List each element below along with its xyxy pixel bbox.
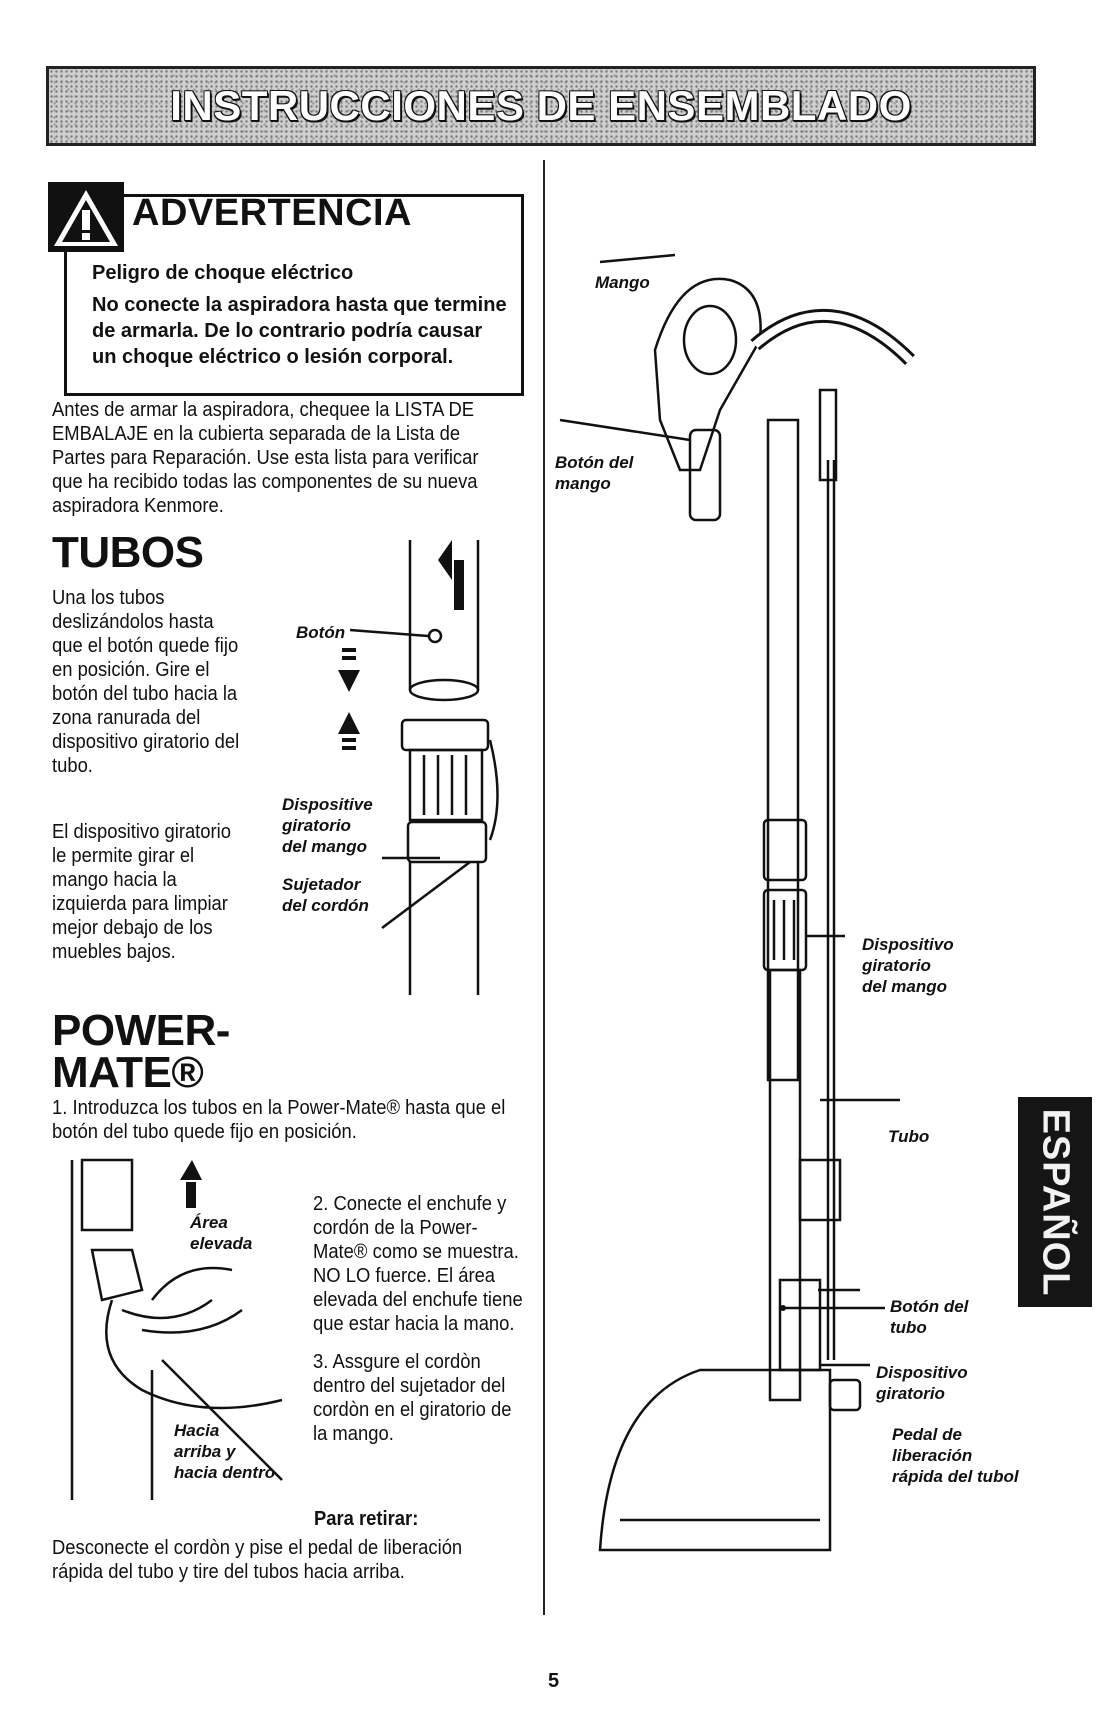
- label-hacia-line3: hacia dentro: [174, 1463, 276, 1482]
- tubos-paragraph-1: Una los tubos deslizándolos hasta que el…: [52, 587, 240, 777]
- label-boton-mango-line2: mango: [555, 474, 611, 493]
- intro-paragraph: Antes de armar la aspiradora, chequee la…: [52, 399, 479, 517]
- label-boton-mango-line1: Botón del: [555, 453, 634, 472]
- label-dispositivo-line2: giratorio: [282, 816, 351, 835]
- powermate-step-2: 2. Conecte el enchufe y cordón de la Pow…: [313, 1193, 523, 1335]
- powermate-step-1: 1. Introduzca los tubos en la Power-Mate…: [52, 1097, 506, 1143]
- label-dispositivo-line3: del mango: [282, 837, 368, 856]
- powermate-heading-line1: POWER-: [52, 1006, 230, 1055]
- tubos-paragraph-2: El dispositivo giratorio le permite gira…: [52, 821, 231, 963]
- warning-heading: Peligro de choque eléctrico: [92, 262, 354, 284]
- label-disp-mango-line1: Dispositivo: [862, 935, 954, 954]
- retirar-heading: Para retirar:: [314, 1508, 419, 1530]
- label-disp-gir-line2: giratorio: [876, 1384, 945, 1403]
- label-dispositivo-line1: Dispositive: [282, 795, 373, 814]
- label-hacia-line2: arriba y: [174, 1442, 236, 1461]
- label-hacia-line1: Hacia: [174, 1421, 220, 1440]
- language-tab: ESPAÑOL: [1018, 1097, 1092, 1307]
- warning-box: [64, 194, 524, 396]
- label-area-line2: elevada: [190, 1234, 253, 1253]
- label-boton-tubo-line2: tubo: [890, 1318, 927, 1337]
- powermate-step-3: 3. Assgure el cordòn dentro del sujetado…: [313, 1351, 512, 1445]
- powermate-heading-line2: MATE®: [52, 1048, 204, 1097]
- section-banner: INSTRUCCIONES DE ENSEMBLADO: [46, 66, 1036, 146]
- plug-connection-illustration: [70, 1158, 283, 1500]
- column-divider: [543, 160, 545, 1615]
- label-sujetador-line2: del cordón: [282, 896, 369, 915]
- warning-title: ADVERTENCIA: [132, 192, 412, 234]
- label-disp-mango-line3: del mango: [862, 977, 948, 996]
- label-disp-gir-line1: Dispositivo: [876, 1363, 968, 1382]
- vacuum-assembly-diagram: [559, 253, 915, 1552]
- warning-tag: [48, 182, 124, 252]
- tube-joint-illustration: [338, 540, 499, 995]
- warning-body: No conecte la aspiradora hasta que termi…: [92, 294, 507, 368]
- retirar-body: Desconecte el cordòn y pise el pedal de …: [52, 1537, 463, 1583]
- page-number: 5: [548, 1670, 560, 1692]
- language-tab-label: ESPAÑOL: [1034, 1108, 1077, 1296]
- label-pedal-line3: rápida del tubol: [892, 1467, 1019, 1486]
- label-boton: Botón: [296, 623, 346, 642]
- label-boton-tubo-line1: Botón del: [890, 1297, 969, 1316]
- warning-triangle-icon: [54, 190, 118, 246]
- tubos-heading: TUBOS: [52, 528, 204, 577]
- label-pedal-line2: liberación: [892, 1446, 973, 1465]
- label-sujetador-line1: Sujetador: [282, 875, 361, 894]
- label-area-line1: Área: [190, 1213, 228, 1232]
- label-disp-mango-line2: giratorio: [862, 956, 931, 975]
- powermate-heading: POWER- MATE®: [52, 1006, 230, 1097]
- label-mango: Mango: [595, 273, 650, 292]
- label-tubo: Tubo: [888, 1127, 930, 1146]
- label-pedal-line1: Pedal de: [892, 1425, 962, 1444]
- section-title: INSTRUCCIONES DE ENSEMBLADO: [170, 82, 912, 129]
